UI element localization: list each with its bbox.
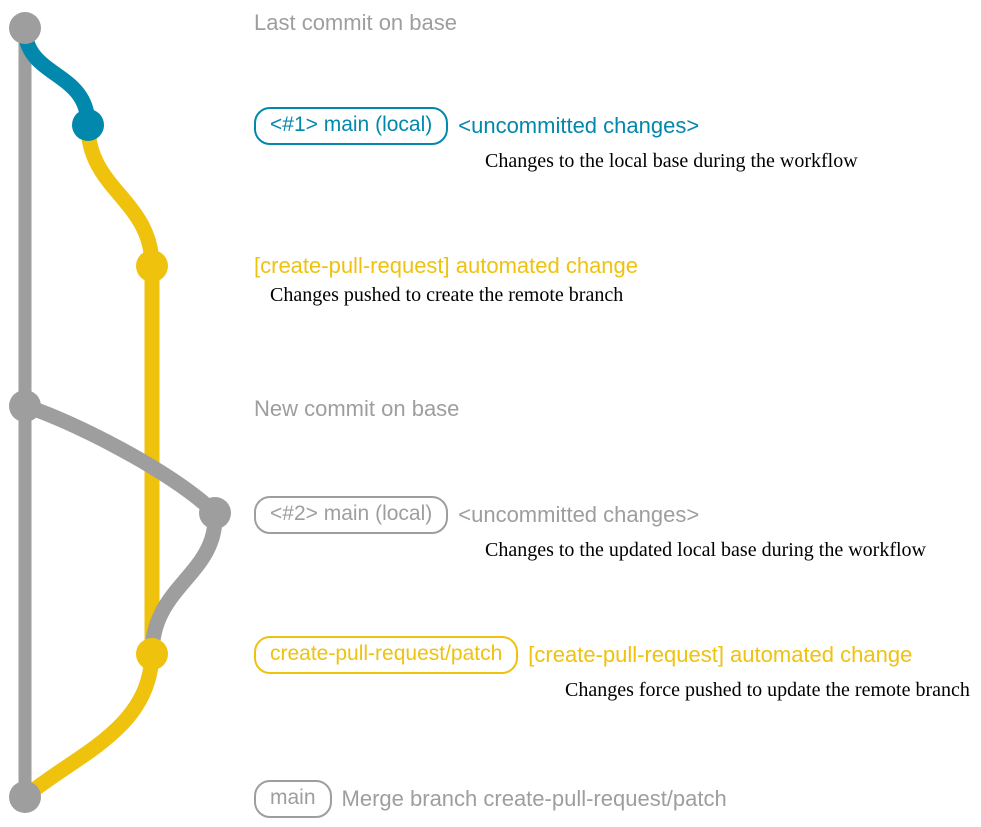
commit-node-base-new[interactable] xyxy=(9,390,41,422)
commit-subject: New commit on base xyxy=(254,396,460,421)
edge-basenew-to-local2 xyxy=(17,398,223,521)
commit-description: Changes pushed to create the remote bran… xyxy=(270,284,624,306)
row-head: <#2> main (local) <uncommitted changes> xyxy=(254,496,926,534)
commit-subject: Merge branch create-pull-request/patch xyxy=(341,786,727,811)
branch-pill-main-local-2[interactable]: <#2> main (local) xyxy=(254,496,449,534)
commit-description: Changes to the local base during the wor… xyxy=(485,150,858,172)
branch-pill-create-pull-request-patch[interactable]: create-pull-request/patch xyxy=(254,636,519,674)
commit-subject: <uncommitted changes> xyxy=(458,113,700,138)
commit-node-patch-2[interactable] xyxy=(136,638,168,670)
commit-subject: [create-pull-request] automated change xyxy=(528,642,913,667)
commit-node-patch-1[interactable] xyxy=(136,250,168,282)
row-last-commit-on-base: Last commit on base xyxy=(254,10,457,36)
commit-subject: Last commit on base xyxy=(254,10,457,35)
row-head: New commit on base xyxy=(254,396,459,422)
row-local-change-1: <#1> main (local) <uncommitted changes> … xyxy=(254,107,858,173)
row-merge-commit: main Merge branch create-pull-request/pa… xyxy=(254,780,727,818)
row-head: main Merge branch create-pull-request/pa… xyxy=(254,780,727,818)
commit-node-local-1[interactable] xyxy=(72,109,104,141)
branch-pill-main-local-1[interactable]: <#1> main (local) xyxy=(254,107,449,145)
row-head: create-pull-request/patch [create-pull-r… xyxy=(254,636,970,674)
commit-description: Changes force pushed to update the remot… xyxy=(565,679,970,701)
commit-node-local-2[interactable] xyxy=(199,497,231,529)
edge-patch2-to-merge xyxy=(17,646,160,805)
row-automated-change-2: create-pull-request/patch [create-pull-r… xyxy=(254,636,970,702)
commit-description: Changes to the updated local base during… xyxy=(485,539,926,561)
commit-node-base-merge[interactable] xyxy=(9,781,41,813)
row-head: Last commit on base xyxy=(254,10,457,36)
row-new-commit-on-base: New commit on base xyxy=(254,396,459,422)
edge-local2-to-patch2 xyxy=(144,505,223,662)
branch-pill-main[interactable]: main xyxy=(254,780,332,818)
commit-subject: [create-pull-request] automated change xyxy=(254,253,639,278)
edge-local1-to-patch1 xyxy=(80,117,160,274)
row-head: [create-pull-request] automated change xyxy=(254,253,638,279)
row-head: <#1> main (local) <uncommitted changes> xyxy=(254,107,858,145)
row-local-change-2: <#2> main (local) <uncommitted changes> … xyxy=(254,496,926,562)
commit-subject: <uncommitted changes> xyxy=(458,502,700,527)
row-automated-change-1: [create-pull-request] automated change C… xyxy=(254,253,638,307)
commit-node-base-last[interactable] xyxy=(9,12,41,44)
